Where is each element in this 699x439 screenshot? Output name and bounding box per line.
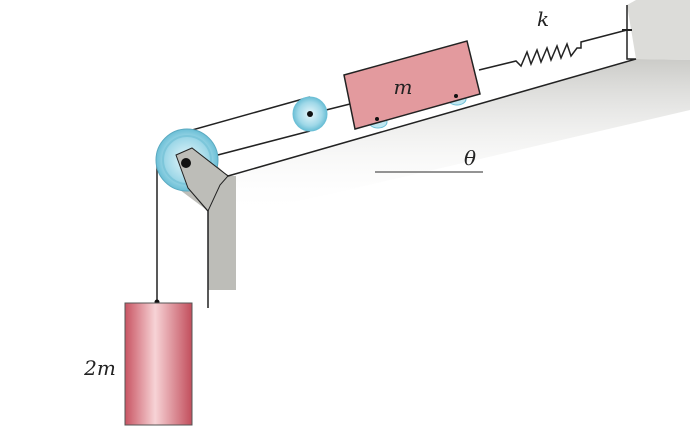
wheel-pin <box>375 117 379 121</box>
small-pulley-axle <box>307 111 313 117</box>
block-mass-label: m <box>394 75 413 99</box>
rope-top <box>184 96 311 133</box>
incline-surface-shadow <box>228 59 690 215</box>
spring <box>478 29 628 71</box>
wheel-pin <box>454 94 458 98</box>
angle-label: θ <box>464 146 476 170</box>
spring-constant-label: k <box>537 7 549 31</box>
hanging-mass-2m <box>124 302 193 426</box>
hanging-mass-label: 2m <box>83 356 116 380</box>
large-pulley-axle <box>181 158 191 168</box>
incline-wall-shadow <box>627 0 690 60</box>
block-m <box>343 40 481 130</box>
